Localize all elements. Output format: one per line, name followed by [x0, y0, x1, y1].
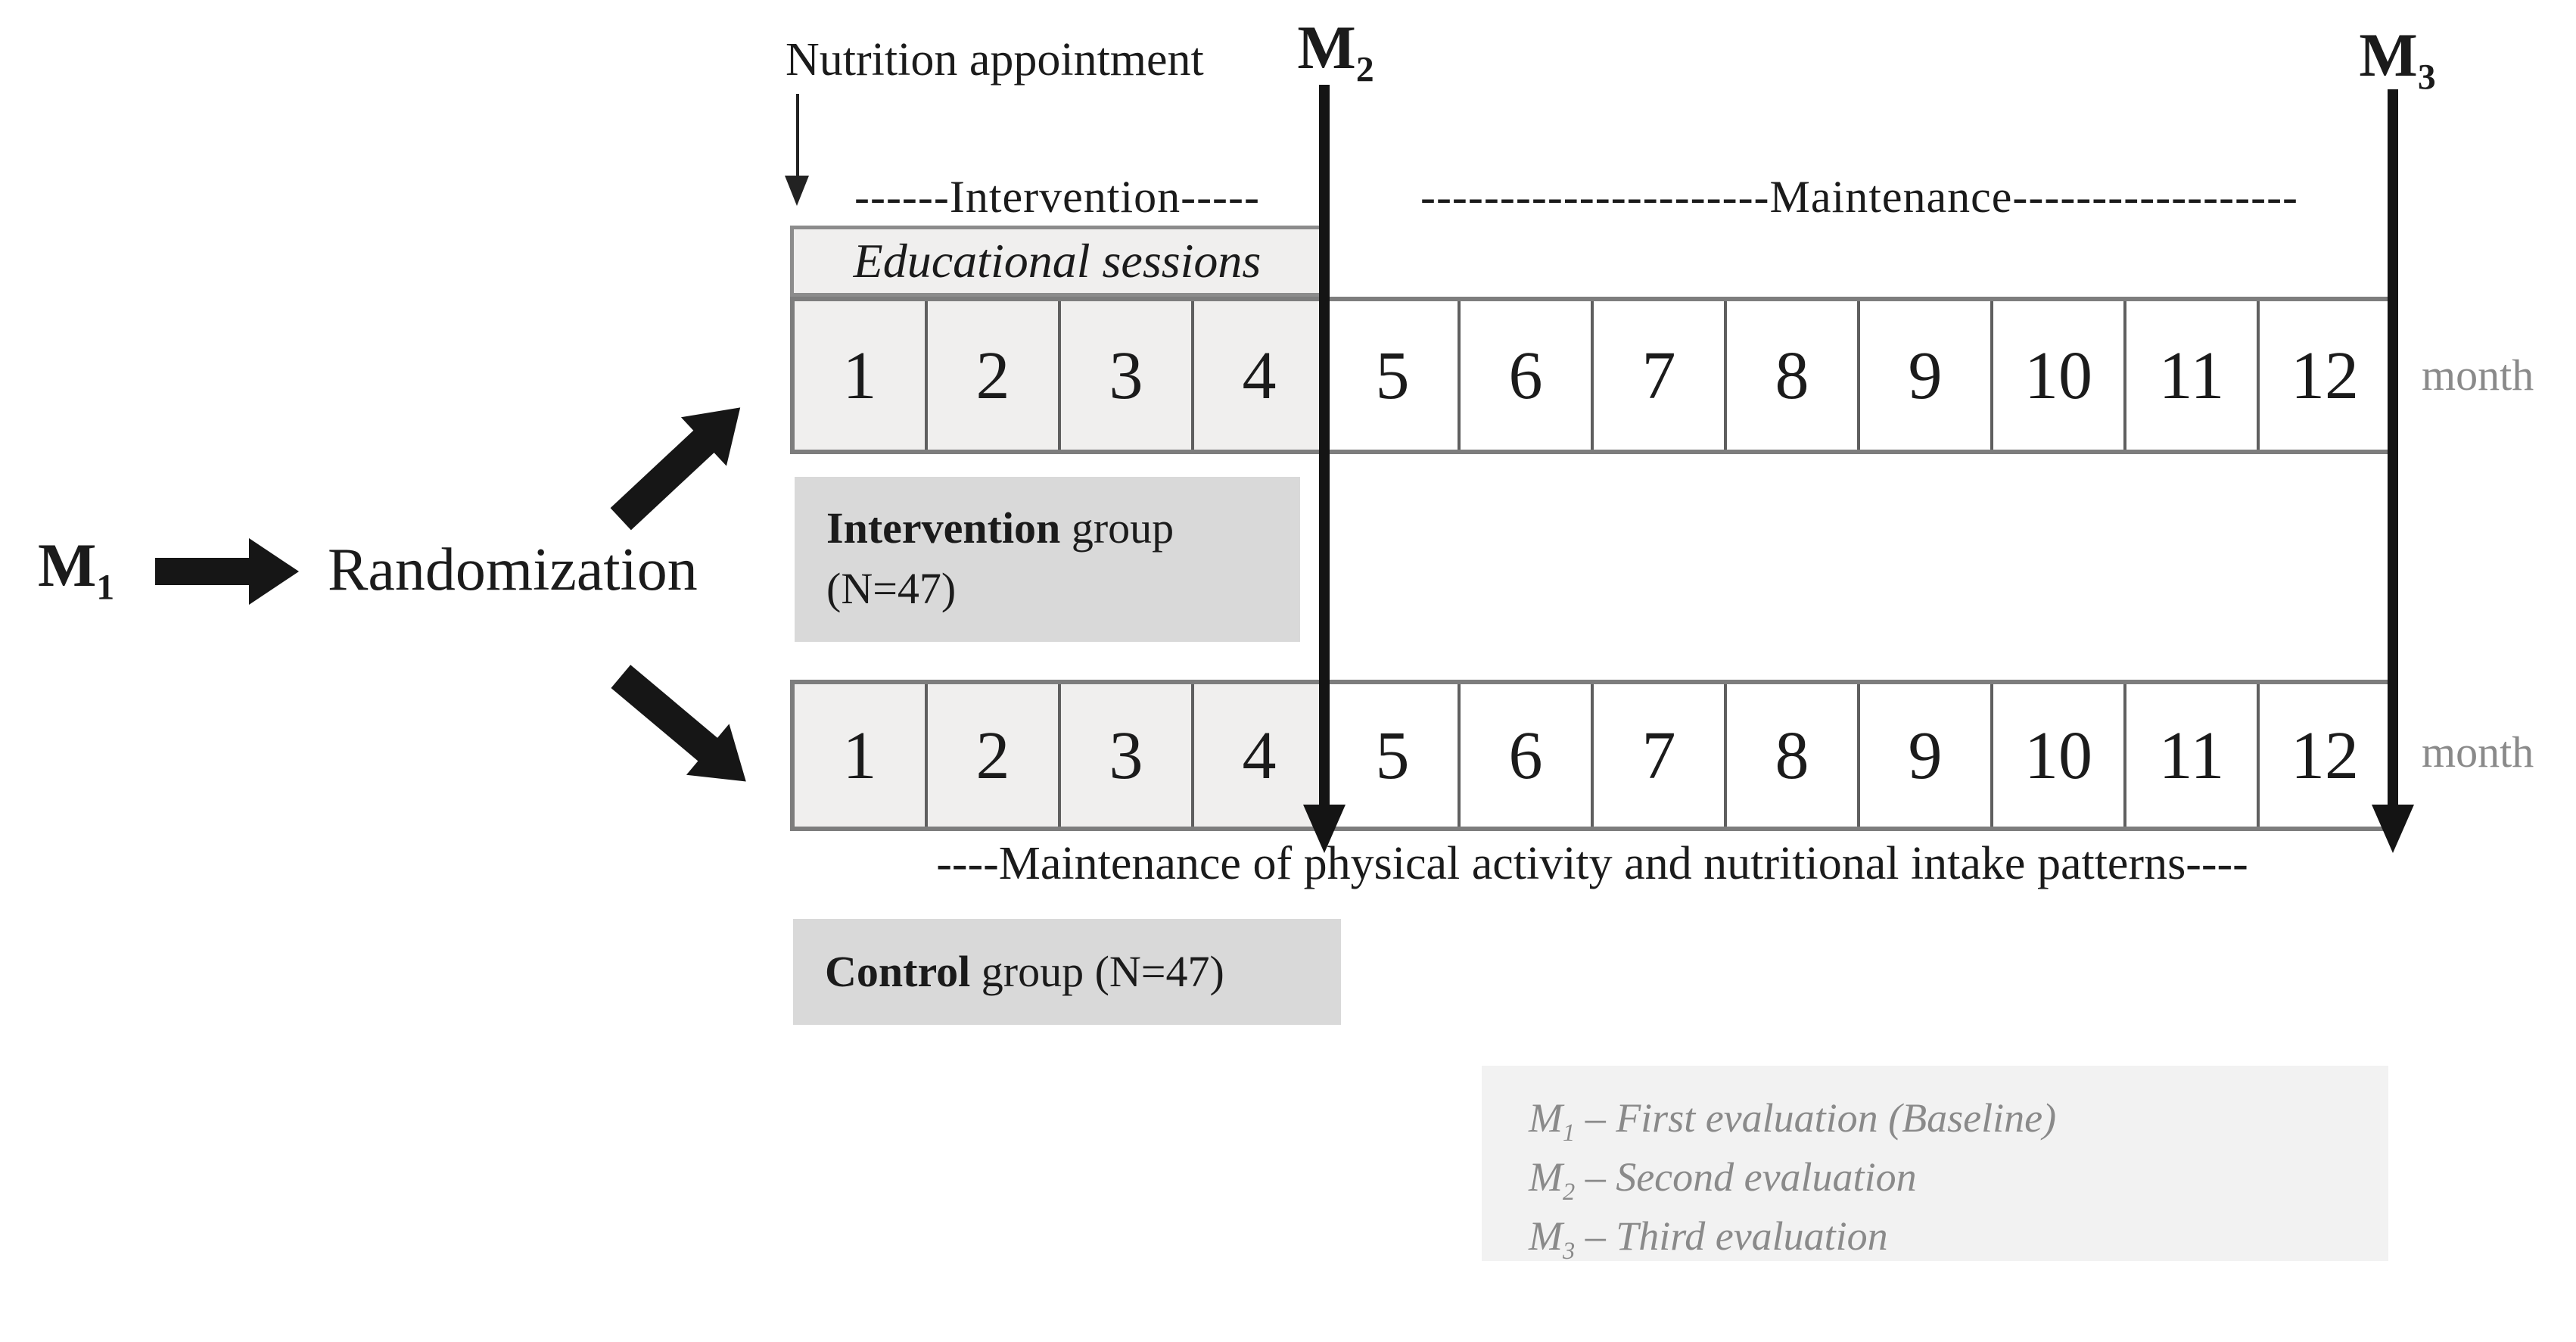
nutrition-arrow-head-icon [785, 176, 809, 206]
month-axis-label: month [2422, 350, 2534, 400]
month-axis-label: month [2422, 727, 2534, 777]
control-group-box: Control group (N=47) [793, 919, 1341, 1025]
control-group-bold: Control [825, 947, 971, 996]
arrow-up-right-icon [596, 376, 770, 546]
legend-m2-text: – Second evaluation [1575, 1154, 1917, 1200]
month-cell: 5 [1324, 301, 1458, 450]
legend-m1-subscript: 1 [1562, 1119, 1576, 1147]
month-cell: 10 [1990, 301, 2123, 450]
arrow-down-right-icon [597, 649, 774, 814]
m3-arrow-head-icon [2372, 805, 2414, 853]
legend-item: M2 – Second evaluation [1529, 1147, 2388, 1207]
month-cell: 7 [1591, 684, 1724, 827]
legend-m3-base: M [1529, 1213, 1563, 1259]
m3-evaluation-line [2388, 89, 2398, 806]
intervention-group-bold: Intervention [826, 503, 1061, 553]
legend-m2-subscript: 2 [1562, 1178, 1576, 1206]
maintenance-note-label: ----Maintenance of physical activity and… [936, 838, 2248, 889]
m1-base: M [38, 531, 97, 599]
month-cell: 12 [2257, 684, 2390, 827]
phase-maintenance-label: ----------------------Maintenance-------… [1420, 172, 2299, 222]
month-cell: 2 [925, 684, 1058, 827]
month-cell: 3 [1058, 684, 1191, 827]
month-cell: 8 [1724, 684, 1857, 827]
phase-intervention-label: ------Intervention----- [854, 172, 1261, 222]
month-cell: 6 [1458, 301, 1591, 450]
month-cell: 3 [1058, 301, 1191, 450]
month-cell: 9 [1857, 301, 1990, 450]
arrow-head [249, 538, 299, 605]
month-cell: 7 [1591, 301, 1724, 450]
month-cell: 1 [795, 301, 925, 450]
month-cell: 4 [1191, 684, 1324, 827]
m3-base: M [2359, 20, 2418, 89]
legend-m1-text: – First evaluation (Baseline) [1575, 1095, 2057, 1141]
month-cell: 11 [2123, 684, 2257, 827]
m2-subscript: 2 [1355, 50, 1374, 90]
m2-marker-label: M2 [1283, 12, 1389, 88]
educational-sessions-label: Educational sessions [853, 234, 1262, 288]
month-cell: 2 [925, 301, 1058, 450]
m1-marker-label: M1 [38, 530, 114, 606]
nutrition-arrow-line [796, 94, 799, 179]
m2-evaluation-line [1319, 85, 1330, 806]
legend-m3-subscript: 3 [1562, 1237, 1576, 1265]
legend-m3-text: – Third evaluation [1575, 1213, 1888, 1259]
legend-item: M3 – Third evaluation [1529, 1207, 2388, 1266]
control-group-name: Control group (N=47) [825, 942, 1341, 1002]
month-cell: 6 [1458, 684, 1591, 827]
legend-m2-base: M [1529, 1154, 1563, 1200]
legend-box: M1 – First evaluation (Baseline) M2 – Se… [1482, 1066, 2388, 1263]
month-cell: 12 [2257, 301, 2390, 450]
month-cell: 10 [1990, 684, 2123, 827]
month-cell: 4 [1191, 301, 1324, 450]
m1-subscript: 1 [96, 568, 115, 608]
legend-item: M1 – First evaluation (Baseline) [1529, 1088, 2388, 1147]
control-timeline-row: 1 2 3 4 5 6 7 8 9 10 11 12 [790, 680, 2394, 831]
m3-subscript: 3 [2417, 58, 2436, 98]
m3-marker-label: M3 [2344, 20, 2450, 95]
legend-m1-base: M [1529, 1095, 1563, 1141]
m2-base: M [1297, 13, 1356, 82]
intervention-group-rest: group [1060, 503, 1174, 553]
intervention-group-size: (N=47) [826, 564, 957, 613]
educational-sessions-box: Educational sessions [790, 226, 1324, 297]
month-cell: 8 [1724, 301, 1857, 450]
intervention-group-box: Intervention group (N=47) [795, 477, 1300, 642]
month-cell: 1 [795, 684, 925, 827]
randomization-label: Randomization [328, 537, 698, 603]
intervention-timeline-row: 1 2 3 4 5 6 7 8 9 10 11 12 [790, 297, 2394, 454]
arrow-body [610, 429, 716, 531]
intervention-group-name: Intervention group [826, 498, 1300, 559]
arrow-body [611, 665, 719, 762]
nutrition-appointment-label: Nutrition appointment [786, 34, 1204, 86]
m2-arrow-head-icon [1303, 805, 1346, 853]
month-cell: 9 [1857, 684, 1990, 827]
arrow-body [155, 558, 250, 585]
month-cell: 11 [2123, 301, 2257, 450]
control-group-rest: group (N=47) [970, 947, 1224, 996]
arrow-right-icon [155, 538, 299, 605]
